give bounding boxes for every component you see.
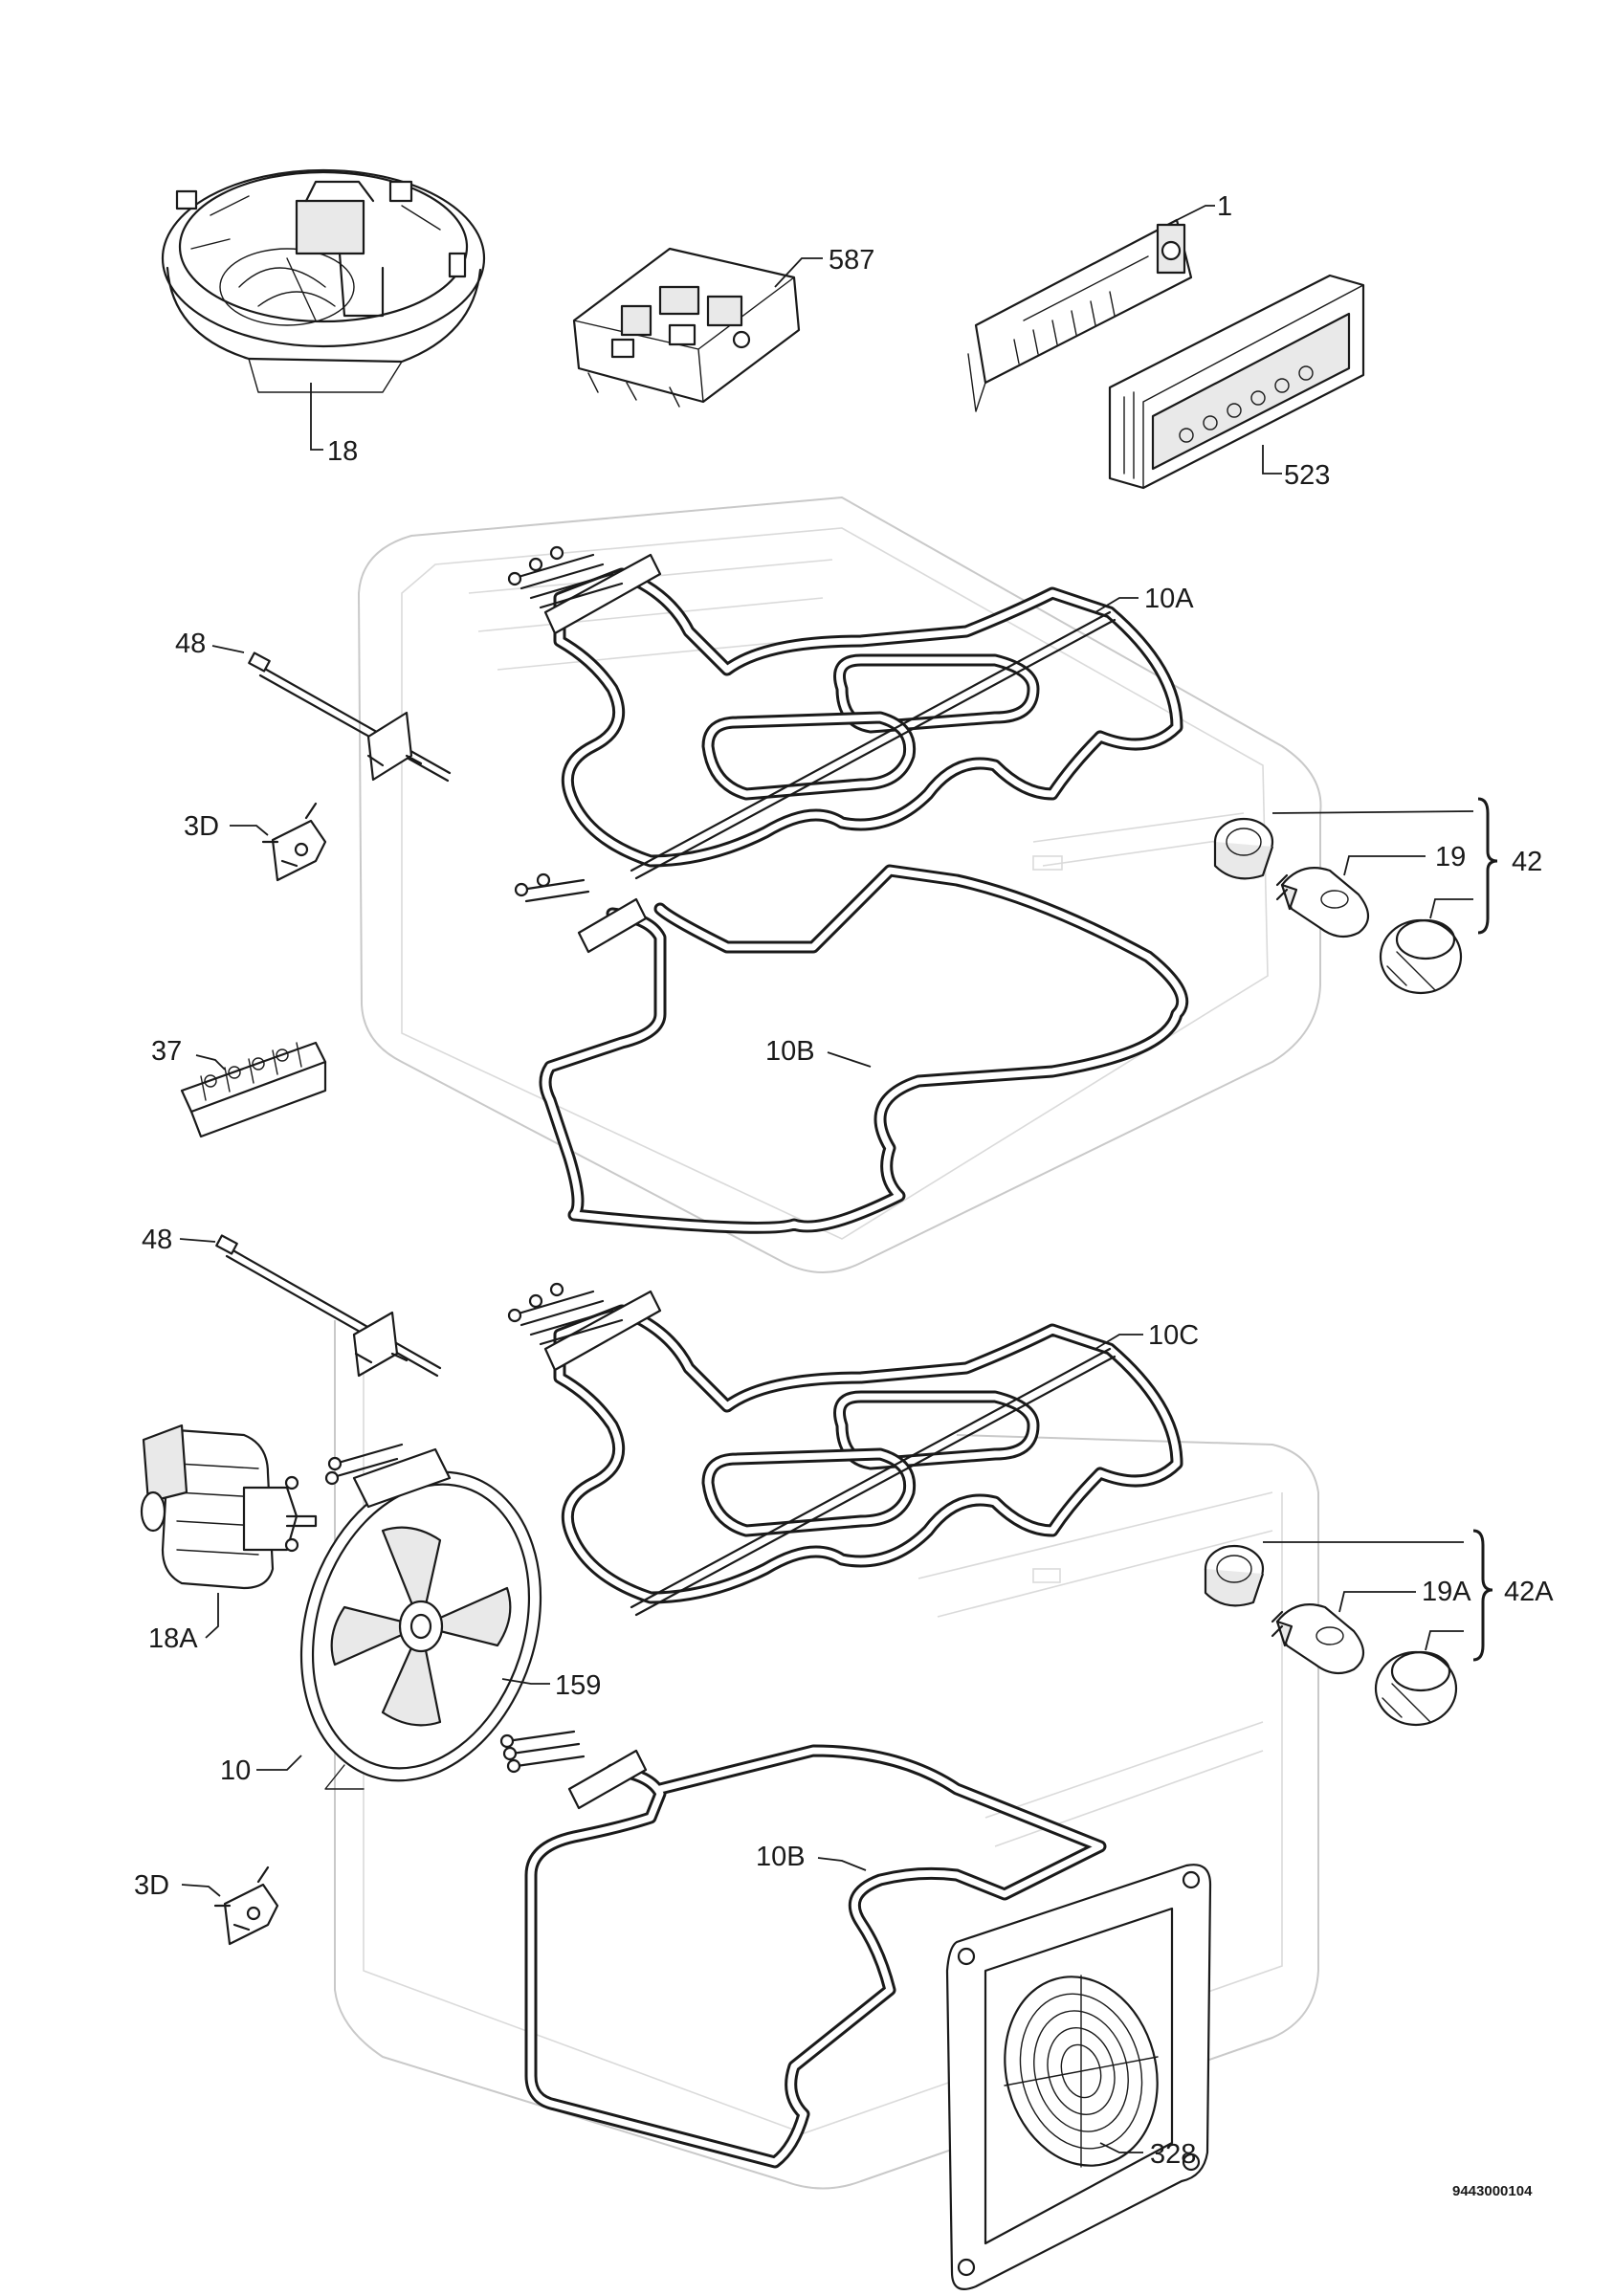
grill-element-part-10A: 10A [507, 545, 1194, 880]
lamp-bulb-part-19A [1271, 1603, 1365, 1675]
terminal-block-part-37: 37 [151, 1036, 327, 1138]
label-328: 328 [1150, 2139, 1196, 2170]
control-panel-frame-part-523: 523 [1108, 274, 1365, 491]
label-10C: 10C [1148, 1320, 1199, 1351]
label-10A: 10A [1144, 584, 1194, 614]
label-3D-lower: 3D [134, 1870, 169, 1901]
label-523: 523 [1284, 460, 1330, 491]
lamp-cover-42A [1374, 1650, 1458, 1727]
fan-cover-part-328: 328 [945, 1864, 1212, 2290]
safety-thermostat-part-3D-upper: 3D [184, 802, 327, 882]
lamp-assembly-part-42A: 19A 42A [1204, 1529, 1554, 1727]
upper-oven-cavity-outline [358, 497, 1322, 1273]
terminal-bracket-10B-lower [499, 1730, 648, 1810]
terminal-bracket-10B-upper [514, 872, 648, 954]
label-48-lower: 48 [142, 1225, 172, 1255]
label-42A: 42A [1504, 1577, 1554, 1607]
label-42: 42 [1512, 847, 1542, 877]
lamp-bulb-part-19 [1275, 867, 1370, 938]
label-1: 1 [1217, 191, 1232, 222]
drawing-code: 9443000104 [1452, 2183, 1533, 2199]
lamp-holder-42A [1204, 1544, 1265, 1607]
control-board-part-587: 587 [572, 245, 874, 408]
lamp-assembly-part-42: 19 42 [1213, 797, 1542, 995]
fan-motor-part-18A: 18A [140, 1424, 318, 1654]
leader-10 [256, 1755, 302, 1771]
bottom-element-part-10B-upper: 10B [514, 864, 1189, 1234]
terminal-bracket-10A [507, 545, 662, 635]
label-18: 18 [327, 436, 358, 467]
label-587: 587 [829, 245, 874, 276]
temperature-sensor-part-48-lower: 48 [142, 1225, 442, 1378]
label-10: 10 [220, 1755, 251, 1786]
circular-fan-element-part-18: 18 [161, 168, 486, 467]
lamp-cover-42 [1379, 918, 1463, 995]
safety-thermostat-part-3D-lower: 3D [134, 1866, 279, 1946]
label-10B-lower: 10B [756, 1842, 806, 1872]
label-19A: 19A [1422, 1577, 1471, 1607]
terminal-bracket-10C [507, 1282, 662, 1372]
grill-element-part-10C: 10C [507, 1282, 1199, 1617]
label-48-upper: 48 [175, 629, 206, 659]
label-159: 159 [555, 1670, 601, 1701]
bottom-element-part-10B-lower: 10B [499, 1730, 1107, 2169]
label-19: 19 [1435, 842, 1466, 872]
label-37: 37 [151, 1036, 182, 1067]
electronic-module-part-1: 1 [967, 191, 1232, 412]
label-18A: 18A [148, 1623, 198, 1654]
temperature-sensor-part-48-upper: 48 [175, 629, 452, 783]
lamp-holder-42 [1213, 817, 1274, 880]
fan-wheel-part-159: 159 [330, 1526, 601, 1727]
label-3D-upper: 3D [184, 811, 219, 842]
label-10B-upper: 10B [765, 1036, 815, 1067]
